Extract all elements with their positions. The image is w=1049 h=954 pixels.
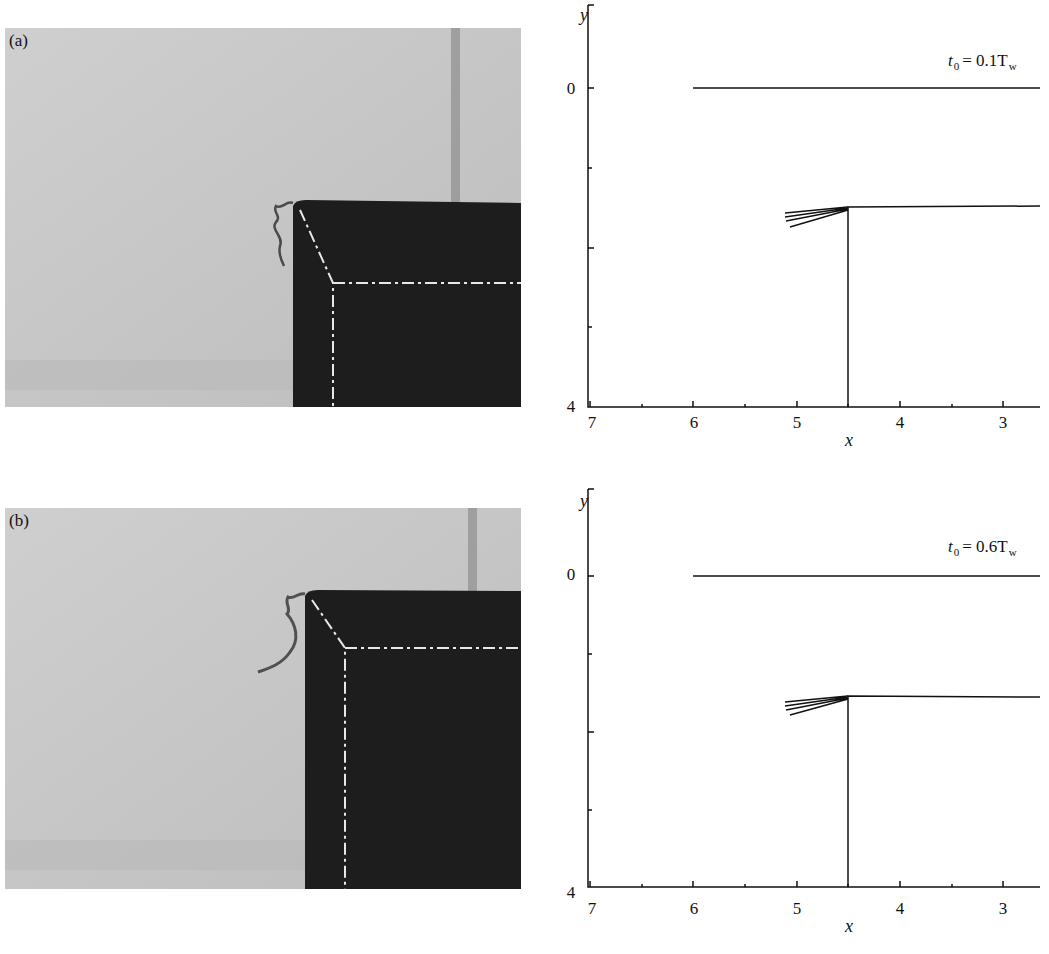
axis-label: x [845, 917, 853, 935]
photo-a [5, 28, 521, 407]
panel-label: (b) [9, 512, 29, 529]
tick-label: 7 [588, 414, 597, 431]
time-caption: t0= 0.1Tw [948, 52, 1020, 72]
axis-label: y [580, 492, 588, 510]
plot-a [588, 5, 1040, 407]
time-caption: t0= 0.6Tw [948, 538, 1020, 558]
tick-label: 4 [896, 414, 905, 431]
tick-label: 6 [690, 900, 699, 917]
time-label: = 0.6T [962, 537, 1007, 556]
time-label: t [948, 537, 953, 556]
tick-label: 0 [567, 80, 576, 97]
time-label: w [1009, 546, 1017, 558]
tick-label: 5 [793, 414, 802, 431]
tick-label: 4 [567, 884, 576, 901]
tick-label: 5 [793, 900, 802, 917]
time-label: 0 [954, 546, 960, 558]
time-label: = 0.1T [962, 51, 1007, 70]
axis-label: y [580, 6, 588, 24]
tick-label: 3 [999, 900, 1008, 917]
tick-label: 3 [999, 414, 1008, 431]
tick-label: 4 [567, 398, 576, 415]
photo-b [5, 508, 521, 889]
panel-label: (a) [9, 32, 28, 49]
tick-label: 4 [896, 900, 905, 917]
time-label: 0 [954, 60, 960, 72]
time-label: w [1009, 60, 1017, 72]
time-label: t [948, 51, 953, 70]
tick-label: 6 [690, 414, 699, 431]
tick-label: 0 [567, 566, 576, 583]
tick-label: 7 [588, 900, 597, 917]
axis-label: x [845, 431, 853, 449]
plot-b [588, 489, 1040, 887]
